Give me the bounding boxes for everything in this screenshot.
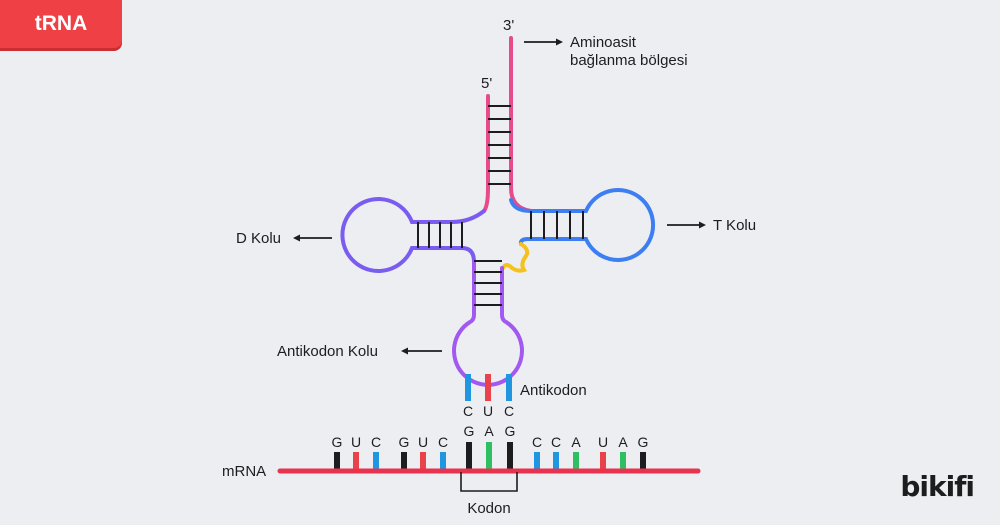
- mrna-base-letter: G: [399, 434, 410, 450]
- mrna-base-bar: [600, 452, 606, 470]
- acceptor-label-line2: bağlanma bölgesi: [570, 52, 688, 69]
- mrna-base-letter: C: [371, 434, 381, 450]
- mrna-base-bar: [334, 452, 340, 470]
- mrna-base-letter: A: [618, 434, 628, 450]
- anticodon-arm-label: Antikodon Kolu: [277, 343, 378, 360]
- mrna-base-letter: A: [484, 423, 494, 439]
- d-arm-arrow: [293, 234, 332, 242]
- anticodon-arm: [452, 260, 524, 387]
- d-arm-label: D Kolu: [236, 230, 281, 247]
- mrna-base-bar: [573, 452, 579, 470]
- three-prime-label: 3': [503, 17, 514, 34]
- anticodon-arm-loop: [452, 260, 524, 387]
- acceptor-base-pairs: [488, 105, 511, 185]
- mrna-base-bar: [353, 452, 359, 470]
- t-arm-base-pairs: [530, 211, 584, 239]
- anticodon-arm-arrow: [401, 347, 442, 355]
- acceptor-arrow: [524, 38, 563, 46]
- mrna-base-bar: [466, 442, 472, 470]
- variable-loop: [501, 242, 530, 273]
- d-arm: [340, 197, 486, 273]
- mrna-label: mRNA: [222, 463, 266, 480]
- acceptor-label-line1: Aminoasit: [570, 34, 637, 51]
- anticodon-base-bar: [506, 374, 512, 401]
- anticodon-label: Antikodon: [520, 382, 587, 399]
- five-prime-label: 5': [481, 75, 492, 92]
- acceptor-strand-3prime: [509, 36, 533, 213]
- mrna-base-letter: G: [505, 423, 516, 439]
- acceptor-strand-5prime: [482, 94, 490, 213]
- mrna-base-letter: A: [571, 434, 581, 450]
- mrna-base-bar: [640, 452, 646, 470]
- mrna-base-bar: [373, 452, 379, 470]
- anticodon-base-bar: [485, 374, 491, 401]
- mrna-base-letter: U: [351, 434, 361, 450]
- mrna-base-bar: [401, 452, 407, 470]
- mrna-base-letter: C: [438, 434, 448, 450]
- mrna-base-bar: [420, 452, 426, 470]
- t-arm-label: T Kolu: [713, 217, 756, 234]
- mrna-base-letter: G: [638, 434, 649, 450]
- mrna-base-bar: [553, 452, 559, 470]
- mrna-base-letter: G: [332, 434, 343, 450]
- mrna-base-bar: [620, 452, 626, 470]
- codon-label: Kodon: [467, 500, 510, 517]
- mrna-base-bar: [534, 452, 540, 470]
- mrna-base-bar: [507, 442, 513, 470]
- t-arm: [509, 188, 655, 262]
- title-badge: tRNA: [0, 0, 122, 48]
- arrows: [293, 38, 706, 355]
- mrna-base-letter: G: [464, 423, 475, 439]
- d-arm-base-pairs: [417, 222, 463, 248]
- mrna-base-letter: U: [418, 434, 428, 450]
- brand-logo: bikifi: [900, 470, 975, 503]
- anticodon-base-letter: U: [483, 403, 493, 419]
- anticodon-base-letter: C: [504, 403, 514, 419]
- anticodon-arm-base-pairs: [474, 260, 502, 306]
- mrna-base-letter: U: [598, 434, 608, 450]
- acceptor-stem: [482, 36, 533, 213]
- mrna-base-letter: C: [551, 434, 561, 450]
- codon-bracket: [460, 472, 518, 492]
- anticodon-base-letter: C: [463, 403, 473, 419]
- t-arm-arrow: [667, 221, 706, 229]
- mrna-base-letter: C: [532, 434, 542, 450]
- anticodon-base-bar: [465, 374, 471, 401]
- mrna-base-bar: [440, 452, 446, 470]
- mrna-base-bar: [486, 442, 492, 470]
